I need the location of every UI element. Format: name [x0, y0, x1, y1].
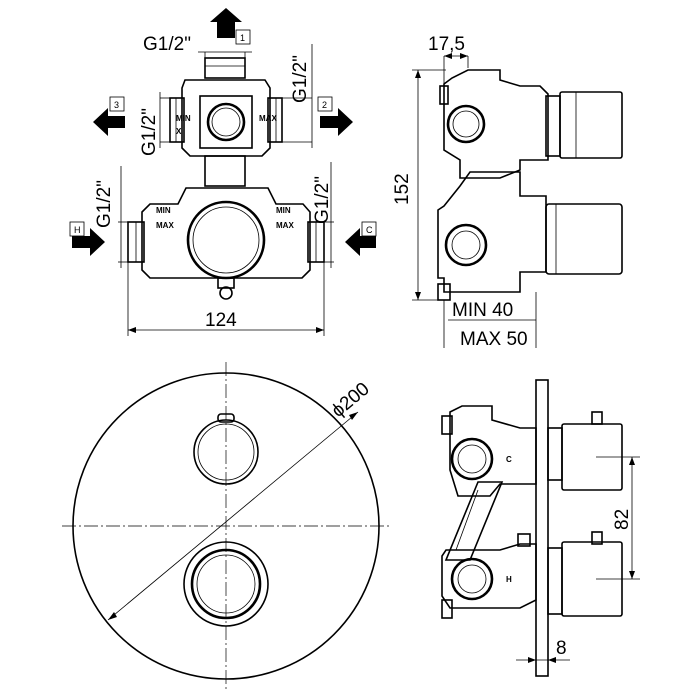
mark-max-upper: MAX: [259, 114, 277, 123]
dim-thread-right-lower: G1/2": [312, 176, 333, 224]
valve-body-side-view: 17,5 152 MIN 40 MAX 50: [392, 34, 623, 350]
mark-min-upper: MIN: [176, 114, 191, 123]
dim-thread-left-upper: G1/2": [139, 108, 160, 156]
valve-body-front-view: 1 G1/2" MIN MAX X 3 2: [69, 8, 377, 336]
hot-label: H: [74, 225, 81, 235]
hot-inlet-arrow: H: [69, 221, 105, 256]
cold-inlet-arrow: C: [345, 221, 377, 256]
mark-max-lower-right: MAX: [276, 221, 294, 230]
outlet-1-label: 1: [240, 33, 245, 43]
outlet-3-label: 3: [114, 100, 119, 110]
dim-thread-right-upper: G1/2": [290, 55, 311, 103]
dim-max-50: MAX 50: [460, 329, 528, 350]
side-mark-c: C: [506, 455, 512, 464]
outlet-3-arrow: 3: [93, 96, 125, 136]
dim-spacing-82: 82: [612, 509, 633, 530]
dim-height-152: 152: [392, 173, 413, 205]
dim-min-40: MIN 40: [452, 300, 513, 321]
outlet-1-arrow: 1: [210, 8, 251, 45]
dim-width-124: 124: [205, 310, 237, 331]
cold-label: C: [366, 225, 373, 235]
mark-max-lower-left: MAX: [156, 221, 174, 230]
mark-min-lower-left: MIN: [156, 206, 171, 215]
outlet-2-arrow: 2: [317, 96, 353, 136]
mark-min-lower-right: MIN: [276, 206, 291, 215]
dim-plate-8: 8: [556, 638, 567, 659]
side-mark-h: H: [506, 575, 512, 584]
dim-thread-top: G1/2": [143, 34, 191, 55]
dim-offset-17-5: 17,5: [428, 34, 465, 55]
cover-plate-front-view: ϕ200: [62, 362, 390, 690]
mark-max-upper-left: X: [176, 127, 182, 136]
outlet-2-label: 2: [322, 100, 327, 110]
dim-thread-left-lower: G1/2": [94, 180, 115, 228]
cover-plate-side-view: C H 82 8: [441, 379, 640, 677]
